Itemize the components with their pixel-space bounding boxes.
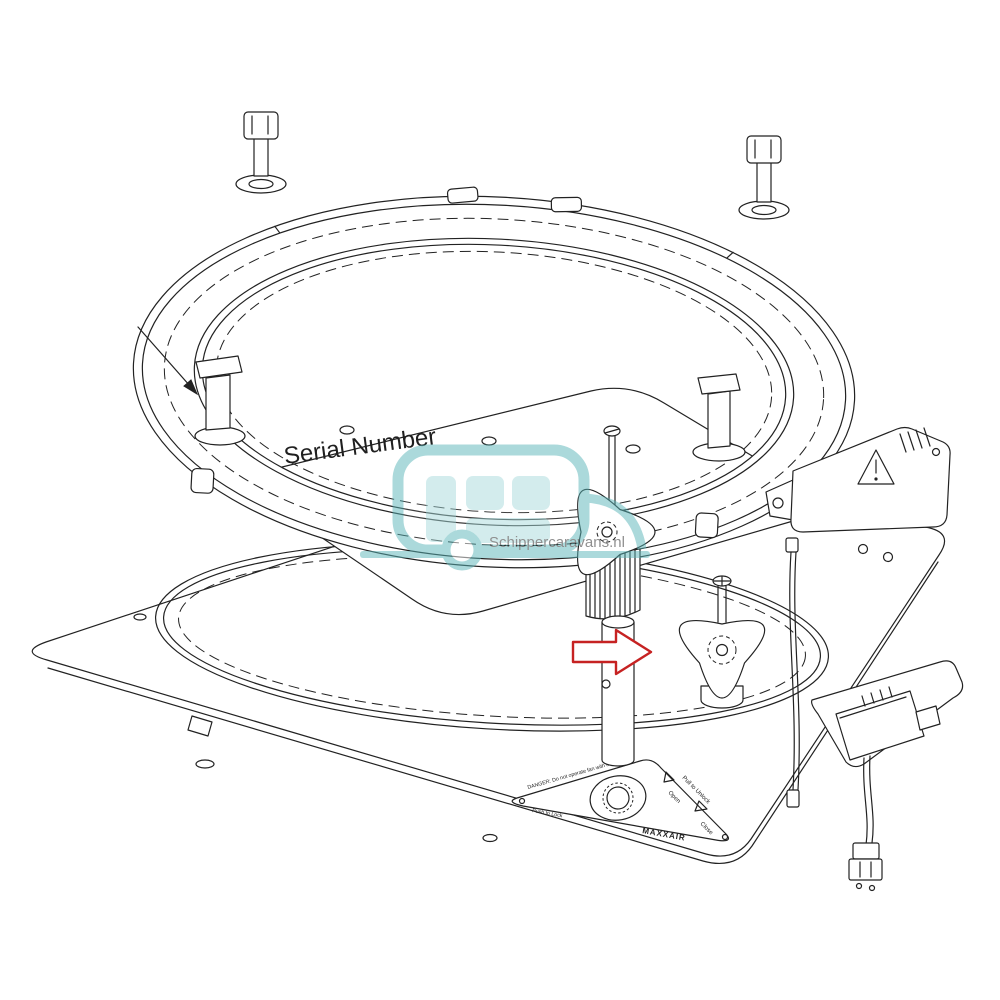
wire-harness-right — [848, 755, 883, 892]
label-rivet — [518, 797, 526, 805]
close-triangle-icon — [694, 800, 708, 812]
lid-screw-hole — [339, 425, 355, 435]
wire-harness-left — [785, 537, 800, 808]
pcb-connector — [915, 705, 941, 731]
screw-hole — [882, 551, 894, 563]
warning-triangle-icon — [857, 449, 895, 485]
plate-tab — [187, 715, 213, 737]
latch-post-right — [692, 373, 746, 462]
support-bracket-bottom — [811, 660, 964, 768]
ring-tab — [550, 196, 583, 213]
lift-clip-left — [235, 111, 287, 194]
open-triangle-icon — [663, 771, 675, 783]
caravan-icon — [360, 444, 650, 571]
screw-hole — [133, 613, 147, 621]
vent-slots — [899, 427, 931, 453]
leader-line — [137, 326, 191, 387]
ring-hinge-loop — [694, 512, 719, 539]
vent-trim-ring — [132, 186, 856, 569]
plate-foot — [482, 833, 498, 843]
plate-foot — [195, 759, 215, 769]
handle-knob-assembly — [678, 575, 766, 709]
set-screw — [601, 679, 611, 689]
pcb-pins — [861, 686, 893, 707]
circuit-board — [835, 686, 941, 761]
screw-hole — [931, 447, 941, 457]
gear-hole — [589, 775, 647, 821]
lift-clip-right — [738, 135, 790, 220]
wire-terminal — [786, 789, 800, 808]
screw-hole — [857, 543, 869, 555]
connector-block — [848, 842, 883, 892]
watermark-text: Schippercaravans.nl — [489, 534, 625, 551]
arrow-icon — [183, 379, 199, 396]
label-rivet — [721, 833, 729, 841]
ring-hinge-loop — [190, 467, 215, 494]
handle-knob — [678, 620, 766, 699]
watermark-logo: Schippercaravans.nl — [360, 444, 650, 571]
center-screw — [603, 425, 621, 506]
highlight-arrow-icon — [571, 628, 653, 676]
support-bracket-top — [765, 426, 951, 533]
latch-post-left — [194, 355, 246, 446]
ring-tab — [446, 186, 479, 204]
push-to-lock-text: Push to Lock — [532, 808, 564, 819]
lid-screw-hole — [625, 444, 641, 454]
knob-screw — [712, 575, 732, 623]
